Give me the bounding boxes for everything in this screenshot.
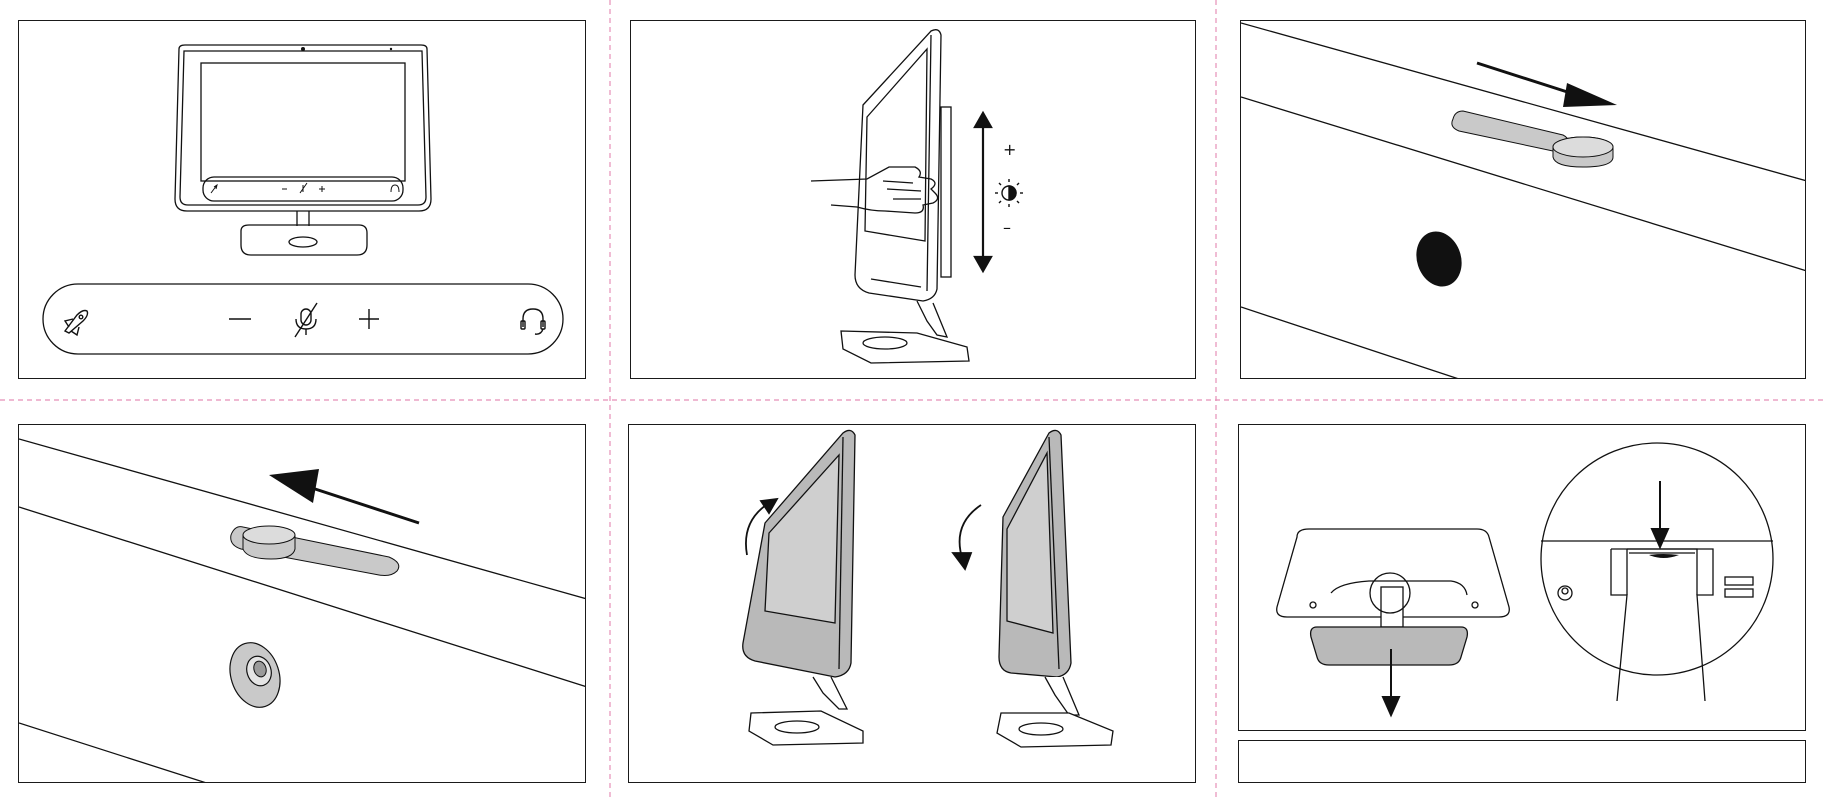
hand [811, 167, 938, 213]
stand-arm [917, 301, 947, 337]
shutter-knob [243, 526, 295, 559]
camera-dot [301, 47, 305, 51]
mic-mute-icon [295, 303, 317, 337]
shutter-open-illustration [19, 425, 586, 783]
headset-icon [521, 309, 545, 334]
tilted-monitor-forward [743, 430, 863, 745]
arrow-left-icon [269, 469, 419, 523]
bezel-edge-top [19, 439, 586, 599]
monitor-bezel [180, 51, 426, 205]
brightness-minus-label: – [1003, 218, 1011, 237]
stand-base-hole [863, 337, 907, 349]
control-bar-zoom [43, 284, 563, 354]
tilt-illustration [629, 425, 1196, 783]
rocket-icon [65, 311, 88, 336]
mini-plus-icon [319, 186, 325, 192]
monitor-neck [297, 211, 309, 226]
monitor-base [241, 225, 367, 255]
rear-panel [941, 107, 951, 277]
double-arrow-icon [975, 113, 991, 271]
panel-monitor-tilt [628, 424, 1196, 783]
blank-caption-box [1238, 740, 1806, 783]
bezel-edge-bottom [1241, 307, 1471, 379]
plus-icon [359, 309, 379, 329]
brightness-illustration: + – [631, 21, 1196, 379]
bezel-edge-bottom [19, 723, 219, 783]
panel-brightness-adjust: + – [630, 20, 1196, 379]
mini-headset-icon [391, 185, 399, 192]
camera-lens-exposed [222, 636, 288, 714]
monitor-front-illustration [19, 21, 586, 379]
arrow-right-icon [1477, 63, 1617, 107]
monitor-screen [201, 63, 405, 181]
indicator-dot [390, 48, 392, 50]
tilted-monitor-back [997, 430, 1113, 747]
detached-base [1311, 627, 1468, 665]
stand-base [841, 331, 969, 363]
stand-removal-illustration [1239, 425, 1806, 731]
brightness-plus-label: + [1003, 140, 1016, 159]
mini-mic-icon [300, 183, 307, 193]
base-hole [289, 237, 317, 247]
shutter-slot [1452, 111, 1568, 152]
zoom-circle-large [1541, 443, 1773, 675]
stand-neck [1381, 587, 1403, 627]
brightness-icon [995, 179, 1023, 207]
panel-stand-removal [1238, 424, 1806, 731]
bezel-edge-inner [19, 507, 586, 687]
shutter-close-illustration [1241, 21, 1806, 379]
rotate-back-arrow-icon [953, 505, 981, 569]
panel-shutter-close [1240, 20, 1806, 379]
bezel-edge-inner [1241, 97, 1806, 271]
shutter-knob [1553, 137, 1613, 167]
camera-lens-covered [1409, 226, 1468, 293]
mini-rocket-icon [211, 185, 217, 193]
panel-shutter-open [18, 424, 586, 783]
panel-monitor-front [18, 20, 586, 379]
bezel-edge-top [1241, 23, 1806, 181]
